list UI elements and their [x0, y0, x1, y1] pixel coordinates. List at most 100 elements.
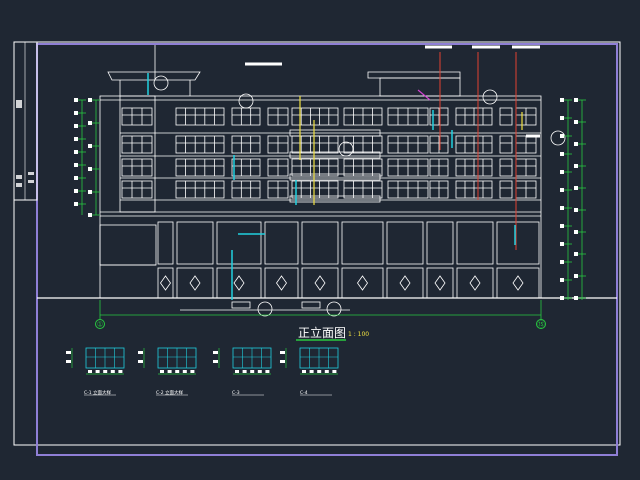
window	[231, 107, 261, 126]
axis-label-left: ①	[97, 321, 103, 329]
shop-glazing	[176, 221, 214, 265]
door-diamond	[314, 275, 326, 291]
shop-door	[456, 267, 494, 299]
detail-dim-mark	[66, 351, 71, 354]
window	[231, 180, 261, 199]
window	[121, 180, 153, 199]
detail-dim-mark	[280, 360, 285, 363]
window	[121, 107, 153, 126]
door-diamond	[160, 275, 171, 291]
roof-pavilion	[367, 71, 461, 79]
detail-dim-mark	[257, 370, 262, 373]
detail-dim-mark	[332, 370, 337, 373]
dim-mark	[560, 98, 564, 102]
dim-mark	[74, 163, 78, 167]
detail-dim-mark	[265, 370, 270, 373]
window	[231, 158, 261, 177]
door-diamond	[189, 275, 201, 291]
detail-dim-mark	[182, 370, 187, 373]
shop-glazing	[216, 221, 262, 265]
axis-marker-left	[95, 319, 105, 329]
title-block-marks	[16, 100, 34, 187]
dim-mark	[88, 190, 92, 194]
detail-dim-mark	[103, 370, 108, 373]
window	[175, 158, 225, 177]
detail-dim-mark	[118, 370, 123, 373]
shop-glazing	[426, 221, 454, 265]
dim-mark	[74, 98, 78, 102]
window	[121, 158, 153, 177]
detail-dim-mark	[88, 370, 92, 373]
balcony-rail	[289, 195, 381, 203]
shop-glazing	[456, 221, 494, 265]
window	[291, 135, 339, 154]
shop-glazing	[496, 221, 540, 265]
detail-dim-mark	[175, 370, 180, 373]
dim-mark	[560, 152, 564, 156]
round-feature	[238, 93, 254, 109]
window	[175, 107, 225, 126]
door-diamond	[434, 275, 446, 291]
detail-drawing-1: C-1 立面大样	[66, 347, 125, 396]
detail-dim-mark	[324, 370, 329, 373]
dim-mark	[560, 116, 564, 120]
door-diamond	[512, 275, 524, 291]
balcony-rail	[289, 129, 381, 137]
detail-dim-mark	[213, 351, 218, 354]
dim-mark	[88, 167, 92, 171]
detail-dim-mark	[235, 370, 239, 373]
dim-mark	[574, 296, 578, 300]
detail-dim-mark	[110, 370, 115, 373]
round-feature	[482, 89, 498, 105]
detail-dim-mark	[95, 370, 100, 373]
detail-drawing-2: C-2 立面大样	[138, 347, 197, 396]
detail-label: C-2 立面大样	[156, 389, 184, 396]
shop-door	[426, 267, 454, 299]
detail-dim-mark	[138, 351, 143, 354]
window	[499, 135, 513, 154]
lobby-block	[99, 224, 157, 266]
stair-tower	[119, 95, 156, 213]
balcony-rail	[289, 151, 381, 159]
dim-mark	[560, 296, 564, 300]
shop-door	[216, 267, 262, 299]
leader-lines	[147, 45, 540, 300]
dim-mark	[560, 134, 564, 138]
detail-dim-mark	[242, 370, 247, 373]
title-block-strip	[13, 41, 38, 201]
detail-dim-mark	[167, 370, 172, 373]
dim-mark	[74, 137, 78, 141]
dim-mark	[560, 260, 564, 264]
dim-mark	[560, 224, 564, 228]
detail-label: C-4	[300, 390, 308, 396]
tag-box	[301, 301, 321, 309]
detail-label: C-1 立面大样	[84, 389, 112, 396]
dimension-annotations	[74, 98, 586, 300]
outer-frame	[13, 41, 621, 446]
shop-door	[386, 267, 424, 299]
drawing-title: 正立面图	[298, 325, 346, 340]
window	[499, 180, 513, 199]
round-feature	[550, 130, 566, 146]
dim-mark	[560, 188, 564, 192]
leader-line	[417, 89, 431, 101]
dim-mark	[74, 150, 78, 154]
detail-dim-mark	[190, 370, 195, 373]
window	[175, 135, 225, 154]
detail-dim-mark	[160, 370, 164, 373]
shop-glazing	[264, 221, 299, 265]
dim-mark	[560, 170, 564, 174]
detail-dim-mark	[317, 370, 322, 373]
detail-dim-mark	[280, 351, 285, 354]
axis-label-right: ⑮	[538, 321, 545, 329]
inner-frame	[36, 43, 618, 456]
dim-mark	[574, 230, 578, 234]
dim-mark	[74, 176, 78, 180]
dim-mark	[560, 206, 564, 210]
dim-mark	[560, 278, 564, 282]
dim-mark	[574, 274, 578, 278]
shop-glazing	[341, 221, 384, 265]
round-feature	[257, 301, 273, 317]
